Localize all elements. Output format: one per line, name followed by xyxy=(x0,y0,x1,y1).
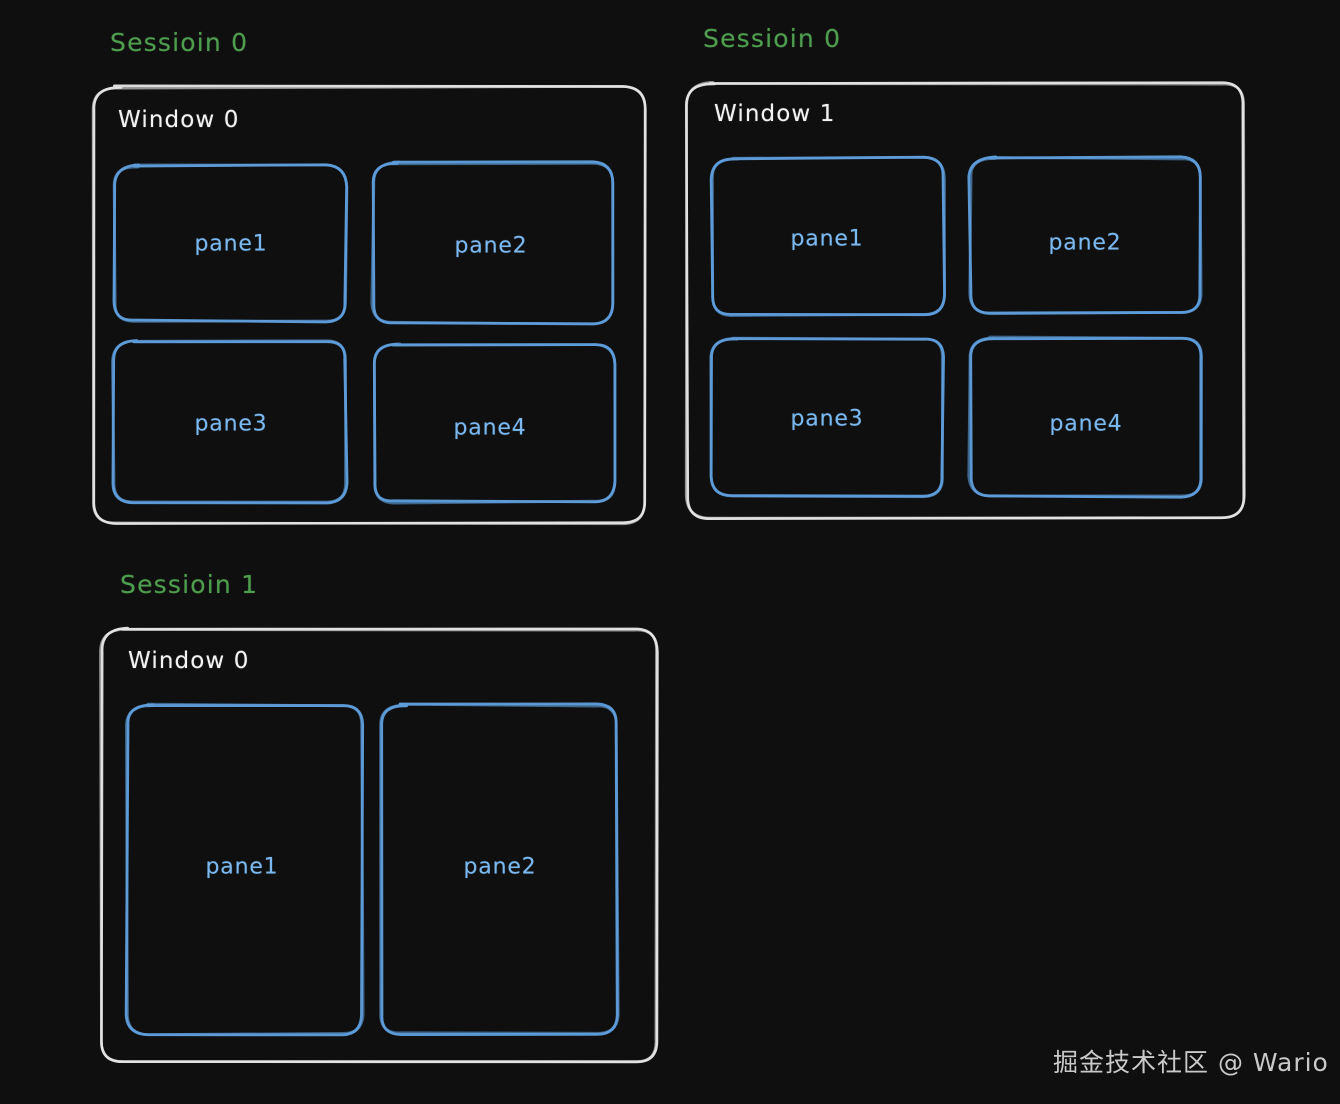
session-label: Sessioin 0 xyxy=(703,24,842,53)
window-label: Window 1 xyxy=(714,101,836,127)
pane-label: pane1 xyxy=(194,231,268,257)
pane-label: pane1 xyxy=(205,854,279,880)
pane-label: pane4 xyxy=(453,415,527,441)
pane-label: pane2 xyxy=(454,233,528,259)
pane-label: pane2 xyxy=(1048,230,1122,256)
pane-label: pane3 xyxy=(194,411,268,437)
watermark: 掘金技术社区 @ Wario xyxy=(1053,1048,1329,1077)
pane-label: pane1 xyxy=(790,226,864,252)
window-label: Window 0 xyxy=(118,107,240,133)
session-label: Sessioin 1 xyxy=(120,570,259,599)
pane-label: pane3 xyxy=(790,406,864,432)
window-label: Window 0 xyxy=(128,648,250,674)
pane-label: pane2 xyxy=(463,854,537,880)
session-label: Sessioin 0 xyxy=(110,28,249,57)
pane-label: pane4 xyxy=(1049,411,1123,437)
